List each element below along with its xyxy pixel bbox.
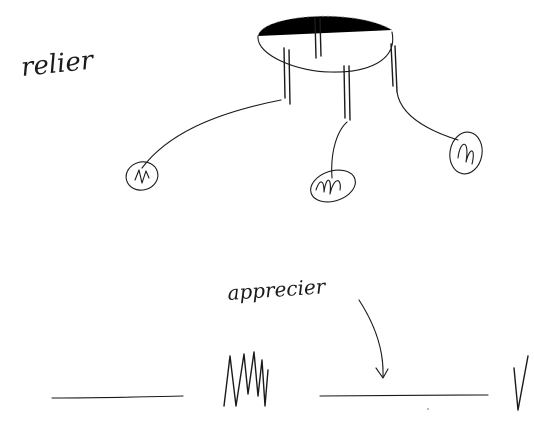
chandelier-rods	[283, 17, 398, 121]
arrow-down	[358, 299, 389, 379]
chandelier-ring	[257, 15, 394, 73]
scribble-zigzag	[223, 351, 269, 407]
bulb-middle	[310, 169, 356, 203]
apprecier-sketch: apprecier	[51, 274, 529, 411]
scribble-right-edge	[513, 355, 529, 411]
bulb-right	[449, 131, 483, 175]
bulb-left	[125, 161, 159, 191]
chandelier-wires	[141, 91, 459, 179]
word-apprecier: apprecier	[227, 274, 328, 305]
baseline-left	[51, 395, 184, 399]
chandelier-sketch: relier	[20, 15, 483, 203]
word-relier: relier	[20, 45, 97, 83]
baseline-middle	[319, 394, 489, 397]
faint-dot	[427, 408, 429, 410]
